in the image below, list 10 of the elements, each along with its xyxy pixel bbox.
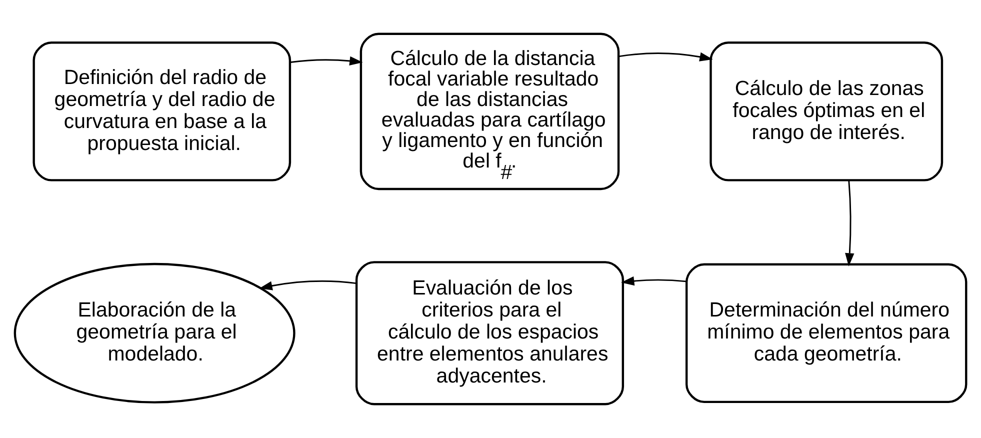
node-box: Definición del radio de geometría y del radio de curvatura en base a la propuesta inicial. — [32, 42, 292, 182]
node-box: Evaluación de los criterios para el cálculo de los espacios entre elementos anulares adyacentes. — [355, 261, 624, 406]
arrow — [621, 276, 686, 286]
node-box: Determinación del número mínimo de elementos para cada geometría. — [686, 263, 968, 404]
node-box: Cálculo de las zonas focales óptimas en el rango de interés. — [710, 42, 944, 182]
arrow — [290, 56, 363, 66]
arrow — [618, 52, 713, 62]
node-ellipse: Elaboración de la geometría para el modelado. — [14, 262, 296, 404]
arrow — [845, 180, 854, 266]
arrow — [259, 280, 356, 290]
